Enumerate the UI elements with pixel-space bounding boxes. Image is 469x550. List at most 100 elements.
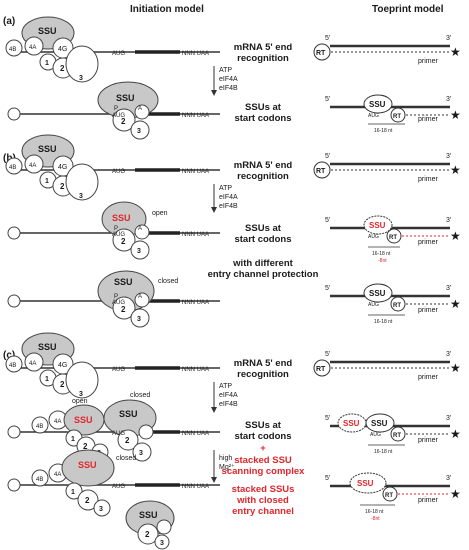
svg-text:scanning complex: scanning complex xyxy=(222,466,306,477)
svg-text:eIF4A: eIF4A xyxy=(219,392,238,399)
svg-text:primer: primer xyxy=(418,437,439,444)
svg-text:3': 3' xyxy=(446,35,451,42)
svg-text:AUG: AUG xyxy=(370,432,381,438)
svg-text:2: 2 xyxy=(60,380,65,389)
svg-text:3: 3 xyxy=(79,391,83,398)
svg-text:eIF4B: eIF4B xyxy=(219,401,238,408)
svg-text:4B: 4B xyxy=(9,165,16,171)
svg-text:start codons: start codons xyxy=(234,113,291,124)
svg-text:SSU: SSU xyxy=(114,277,133,287)
svg-text:4G: 4G xyxy=(58,164,67,171)
svg-text:SSU: SSU xyxy=(38,144,57,154)
svg-text:primer: primer xyxy=(418,58,439,65)
svg-text:-8nt: -8nt xyxy=(378,258,387,264)
svg-text:NNN UAA: NNN UAA xyxy=(182,300,209,306)
header-initiation: Initiation model xyxy=(130,4,204,15)
primer-star-icon: ★ xyxy=(450,361,461,375)
svg-text:primer: primer xyxy=(418,374,439,381)
svg-text:5': 5' xyxy=(325,351,330,358)
svg-text:4B: 4B xyxy=(36,477,43,483)
svg-text:3: 3 xyxy=(137,248,141,255)
svg-text:4B: 4B xyxy=(9,363,16,369)
svg-text:5': 5' xyxy=(325,285,330,292)
svg-text:16-18 nt: 16-18 nt xyxy=(365,509,384,515)
ssu-at-start-a2: SSU P A 2 3 AUG NNN UAA xyxy=(7,81,220,140)
svg-text:SSU: SSU xyxy=(371,419,388,428)
toeprint-a1: 5' 3' RT primer ★ xyxy=(313,35,461,65)
svg-text:start codons: start codons xyxy=(234,234,291,245)
toeprint-b1: 5' 3' RT primer ★ xyxy=(313,153,461,183)
svg-text:entry channel protection: entry channel protection xyxy=(208,269,319,280)
scanning-complex-c1: SSU 4G 4A 4B 1 2 3 AUG NNN UAA xyxy=(5,332,220,399)
step-text: recognition xyxy=(237,53,289,64)
state-closed: closed xyxy=(158,278,178,285)
svg-text:3: 3 xyxy=(137,316,141,323)
svg-text:2: 2 xyxy=(121,117,126,126)
svg-text:Mg²⁺: Mg²⁺ xyxy=(219,464,235,471)
svg-text:3': 3' xyxy=(446,96,451,103)
svg-text:2: 2 xyxy=(121,237,126,246)
toeprint-b2: 5' 3' SSU AUG RT primer ★ 16-18 nt -8nt xyxy=(325,215,461,264)
svg-text:RT: RT xyxy=(385,493,393,499)
svg-text:closed: closed xyxy=(116,455,136,462)
svg-text:4A: 4A xyxy=(29,361,36,367)
svg-text:SSUs at: SSUs at xyxy=(245,102,282,113)
svg-text:P: P xyxy=(114,294,118,300)
svg-text:AUG: AUG xyxy=(368,234,379,240)
svg-text:2: 2 xyxy=(145,530,150,539)
svg-text:primer: primer xyxy=(418,497,439,504)
svg-text:1: 1 xyxy=(45,376,49,383)
svg-text:3: 3 xyxy=(99,506,103,513)
svg-text:2: 2 xyxy=(60,64,65,73)
svg-text:3: 3 xyxy=(79,193,83,200)
svg-text:5': 5' xyxy=(325,415,330,422)
primer-star-icon: ★ xyxy=(450,297,461,311)
svg-text:mRNA 5' end: mRNA 5' end xyxy=(234,358,293,369)
svg-text:RT: RT xyxy=(393,114,401,120)
svg-text:SSU: SSU xyxy=(116,93,135,103)
svg-text:5': 5' xyxy=(325,35,330,42)
svg-text:eIF4A: eIF4A xyxy=(219,194,238,201)
svg-text:4G: 4G xyxy=(58,362,67,369)
svg-text:NNN UAA: NNN UAA xyxy=(182,169,209,175)
svg-text:mRNA 5' end: mRNA 5' end xyxy=(234,160,293,171)
panel-label-c: (c) xyxy=(3,350,15,361)
svg-text:AUG: AUG xyxy=(368,113,379,119)
svg-text:AUG: AUG xyxy=(112,367,125,373)
svg-text:2: 2 xyxy=(85,496,90,505)
svg-text:SSUs at: SSUs at xyxy=(245,420,282,431)
svg-text:3: 3 xyxy=(139,450,143,457)
svg-text:high: high xyxy=(219,455,232,462)
svg-text:SSU: SSU xyxy=(78,460,97,470)
svg-text:16-18 nt: 16-18 nt xyxy=(374,319,393,325)
svg-text:A: A xyxy=(138,294,142,300)
svg-text:eIF4B: eIF4B xyxy=(219,203,238,210)
svg-text:1: 1 xyxy=(71,489,75,496)
svg-text:1: 1 xyxy=(71,436,75,443)
svg-text:primer: primer xyxy=(418,176,439,183)
svg-text:4A: 4A xyxy=(54,472,61,478)
svg-text:5': 5' xyxy=(325,475,330,482)
svg-text:RT: RT xyxy=(393,303,401,309)
svg-text:recognition: recognition xyxy=(237,369,289,380)
svg-text:start codons: start codons xyxy=(234,431,291,442)
svg-text:SSU: SSU xyxy=(119,409,138,419)
svg-text:AUG: AUG xyxy=(368,302,379,308)
svg-text:AUG: AUG xyxy=(112,300,125,306)
svg-text:P: P xyxy=(114,226,118,232)
panel-label-a: (a) xyxy=(3,16,15,27)
primer-star-icon: ★ xyxy=(450,229,461,243)
svg-text:open: open xyxy=(72,398,88,405)
svg-text:primer: primer xyxy=(418,307,439,314)
svg-text:3': 3' xyxy=(446,285,451,292)
scanning-complex-a1: SSU 4G 4A 4B 1 2 3 AUG NNN UAA xyxy=(5,16,220,83)
svg-text:AUG: AUG xyxy=(112,484,125,490)
toeprint-c2: 5' 3' SSU SSU AUG RT primer ★ 16-18 nt xyxy=(325,413,461,455)
svg-text:primer: primer xyxy=(418,239,439,246)
svg-text:4A: 4A xyxy=(29,163,36,169)
svg-text:SSU: SSU xyxy=(74,415,93,425)
svg-text:stacked SSUs: stacked SSUs xyxy=(232,484,295,495)
svg-text:1: 1 xyxy=(45,60,49,67)
svg-text:AUG: AUG xyxy=(112,431,125,437)
